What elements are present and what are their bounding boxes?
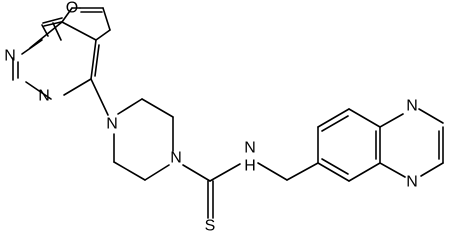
piperazine-n4-label: N — [170, 150, 182, 167]
atom-label-layer: O N N N N N H S N N — [4, 0, 418, 235]
thioamide-nitrogen-label: N — [244, 140, 256, 157]
bond — [257, 162, 288, 181]
thiocarbonyl-sulfur-label: S — [205, 218, 216, 235]
bond — [102, 7, 111, 31]
bond — [348, 108, 381, 128]
bond — [321, 158, 349, 175]
bond — [348, 162, 381, 182]
thioamide-hydrogen-label: H — [244, 158, 256, 175]
pyrimidine-n1-label: N — [4, 48, 16, 65]
bond — [43, 21, 62, 27]
bond — [21, 39, 43, 55]
bond — [286, 162, 319, 181]
bond — [42, 17, 63, 24]
quinoxaline-n1-label: N — [406, 98, 418, 115]
bond — [418, 108, 444, 124]
bond — [25, 81, 52, 100]
bond — [61, 7, 73, 23]
bond — [29, 21, 63, 49]
bond — [94, 44, 100, 77]
bond — [379, 113, 404, 128]
bond — [95, 29, 111, 41]
piperazine-n1-label: N — [106, 116, 118, 133]
quinoxaline-n4-label: N — [406, 174, 418, 191]
bond — [117, 98, 143, 115]
pyrimidine-n3-label: N — [38, 88, 50, 105]
bond — [144, 164, 170, 181]
bond — [317, 108, 350, 128]
bond — [321, 115, 349, 132]
bond — [90, 78, 109, 116]
bond — [379, 162, 406, 178]
furan-oxygen-label: O — [66, 0, 78, 17]
bond-layer — [12, 7, 444, 219]
bond — [317, 162, 350, 182]
bond — [90, 39, 97, 80]
bond — [113, 161, 146, 181]
bond — [182, 164, 211, 182]
bond — [420, 162, 444, 177]
bond — [141, 98, 174, 118]
bond — [63, 78, 92, 96]
bond — [52, 22, 62, 41]
bond — [61, 21, 97, 41]
bond — [209, 163, 241, 182]
